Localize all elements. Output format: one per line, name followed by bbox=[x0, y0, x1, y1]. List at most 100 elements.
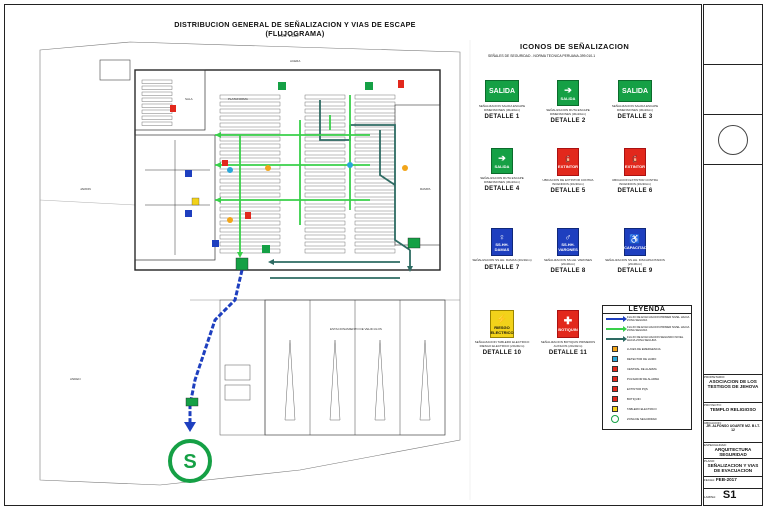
drawing-scale: ESC. 1:100 bbox=[278, 33, 299, 38]
detail-5: 🧯EXTINTOR UBICACION DE EXTINTOR CONTRA I… bbox=[538, 148, 598, 194]
legend-label: BOTIQUIN bbox=[627, 396, 641, 401]
bench bbox=[304, 143, 346, 149]
legend: LEYENDA FLUJO DE EVACUACION PRIMER NIVEL… bbox=[602, 305, 692, 430]
tb-blank bbox=[704, 165, 762, 375]
first-aid-sign: ✚BOTIQUIN bbox=[557, 310, 579, 338]
bench bbox=[219, 143, 281, 149]
tb-specialty: ESPECIALIDAD: ARQUITECTURA SEGURIDAD bbox=[704, 443, 762, 459]
bench bbox=[304, 185, 346, 191]
detail-11: ✚BOTIQUIN SEÑALIZACION BOTIQUIN PRIMEROS… bbox=[538, 310, 598, 356]
bench bbox=[304, 101, 346, 107]
legend-symbol bbox=[605, 365, 625, 373]
detail-10: ⚡RIESGO ELECTRICO SEÑALIZACION TABLERO E… bbox=[472, 310, 532, 356]
bench bbox=[304, 171, 346, 177]
safe-zone-marker bbox=[168, 439, 212, 483]
bench bbox=[304, 234, 346, 240]
detail-3: SALIDA SEÑALIZACION SALIDA ESCAPE DIMENS… bbox=[605, 80, 665, 120]
label-estacionamiento: ESTACIONAMIENTO DE VEHICULOS bbox=[330, 327, 382, 331]
bench bbox=[219, 157, 281, 163]
safe-zone-letter: S bbox=[183, 451, 196, 473]
bench bbox=[304, 206, 346, 212]
bench bbox=[354, 108, 396, 114]
tb-plan: PLANO: SEÑALIZACION Y VIAS DE EVACUACION bbox=[704, 459, 762, 477]
bench bbox=[304, 94, 346, 100]
restroom-women-sign: ♀SS.HH. DAMAS bbox=[491, 228, 513, 256]
bench bbox=[219, 248, 281, 254]
legend-symbol bbox=[605, 335, 627, 343]
legend-symbol bbox=[605, 415, 625, 423]
bench bbox=[141, 115, 173, 120]
detail-9: ♿DISCAPACITADOS SEÑALIZACION SS.HH. DISC… bbox=[605, 228, 665, 274]
bench bbox=[354, 101, 396, 107]
bench bbox=[141, 85, 173, 90]
bench bbox=[141, 91, 173, 96]
tb-date: FECHA: FEB-2017 bbox=[704, 477, 762, 489]
label-sala: SALA bbox=[185, 97, 193, 101]
legend-item: EXTINTOR PQS bbox=[603, 384, 691, 394]
bench bbox=[219, 101, 281, 107]
legend-item: ZONA DE SEGURIDAD bbox=[603, 414, 691, 424]
tb-notes bbox=[704, 5, 762, 65]
bench bbox=[304, 115, 346, 121]
legend-label: PULSADOR DE ALARMA bbox=[627, 376, 660, 381]
bench bbox=[219, 192, 281, 198]
legend-symbol bbox=[605, 345, 625, 353]
bench bbox=[354, 241, 396, 247]
bench bbox=[141, 79, 173, 84]
bench bbox=[219, 185, 281, 191]
extinguisher-sign: 🧯EXTINTOR bbox=[624, 148, 646, 176]
electrical-hazard-sign: ⚡RIESGO ELECTRICO bbox=[490, 310, 514, 338]
legend-item: LUCES DE EMERGENCIA bbox=[603, 344, 691, 354]
legend-label: FLUJO DE EVACUACION PRIMER NIVEL HACIA Z… bbox=[627, 315, 690, 322]
drawing-title: DISTRIBUCION GENERAL DE SEÑALIZACION Y V… bbox=[174, 20, 416, 38]
bench bbox=[219, 129, 281, 135]
icons-panel-title: ICONOS DE SEÑALIZACION bbox=[520, 42, 630, 51]
bench bbox=[219, 115, 281, 121]
accessible-sign: ♿DISCAPACITADOS bbox=[617, 228, 653, 256]
legend-label: LUCES DE EMERGENCIA bbox=[627, 346, 661, 351]
bench bbox=[219, 206, 281, 212]
bench bbox=[219, 178, 281, 184]
bench bbox=[141, 97, 173, 102]
detail-7: ♀SS.HH. DAMAS SEÑALIZACION SS.HH. DAMAS … bbox=[472, 228, 532, 271]
tb-logo bbox=[704, 115, 762, 165]
legend-label: FLUJO DE EVACUACION SEGUNDO NIVEL HACIA … bbox=[627, 335, 684, 342]
legend-item: FLUJO DE EVACUACION PRIMER NIVEL HACIA Z… bbox=[603, 314, 691, 324]
tb-location: UBICACION: JR. ALFONSO UGARTE MZ. B LT. … bbox=[704, 421, 762, 443]
legend-label: EXTINTOR PQS bbox=[627, 386, 648, 391]
legend-label: FLUJO DE EVACUACION PRIMER NIVEL HACIA Z… bbox=[627, 325, 690, 332]
legend-symbol bbox=[605, 325, 627, 333]
exit-sign: SALIDA bbox=[485, 80, 519, 102]
bench bbox=[354, 115, 396, 121]
bench bbox=[219, 220, 281, 226]
bench bbox=[141, 121, 173, 126]
bench bbox=[219, 241, 281, 247]
bench bbox=[219, 227, 281, 233]
bench bbox=[304, 241, 346, 247]
icons-panel-subtitle: SEÑALES DE SEGURIDAD - NORMA TECNICA PER… bbox=[488, 54, 596, 58]
legend-item: DETECTOR DE HUMO bbox=[603, 354, 691, 364]
bench bbox=[304, 227, 346, 233]
legend-label: DETECTOR DE HUMO bbox=[627, 356, 657, 361]
bench bbox=[304, 136, 346, 142]
detail-2: ➔SALIDA SEÑALIZACION RUTA ESCAPE DIMENSI… bbox=[538, 80, 598, 124]
legend-item: BOTIQUIN bbox=[603, 394, 691, 404]
exit-arrow-sign: ➔SALIDA bbox=[491, 148, 513, 174]
legend-item: FLUJO DE EVACUACION SEGUNDO NIVEL HACIA … bbox=[603, 334, 691, 344]
legend-symbol bbox=[605, 315, 627, 323]
legend-symbol bbox=[605, 395, 625, 403]
tb-project: PROYECTO: TEMPLO RELIGIOSO bbox=[704, 403, 762, 421]
bench bbox=[304, 248, 346, 254]
tb-sheet: LAMINA: S1 bbox=[704, 489, 737, 501]
bench bbox=[304, 192, 346, 198]
label-anden: ANDEN bbox=[70, 377, 81, 381]
detail-1: SALIDA SEÑALIZACION SALIDA ESCAPE DIMENS… bbox=[472, 80, 532, 120]
label-acera: ACERA bbox=[290, 59, 300, 63]
bench bbox=[304, 220, 346, 226]
legend-symbol bbox=[605, 355, 625, 363]
label-pulpito: PLATAFORMA bbox=[228, 97, 248, 101]
tb-owner: PROPIETARIO: ASOCIACION DE LOS TESTIGOS … bbox=[704, 375, 762, 403]
bench bbox=[304, 129, 346, 135]
legend-label: CENTRAL DE ALARMA bbox=[627, 366, 657, 371]
